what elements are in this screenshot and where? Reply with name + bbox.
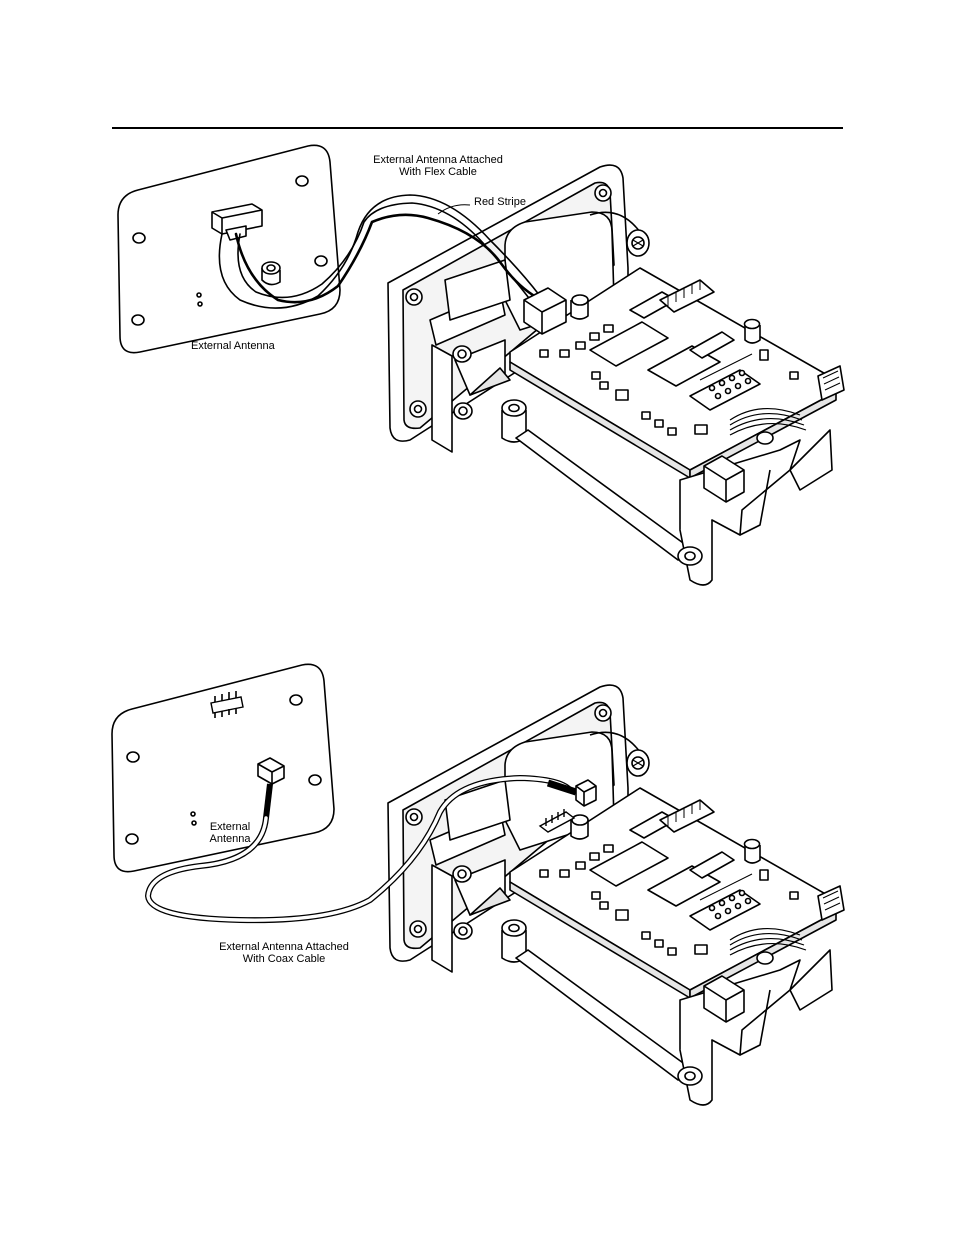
flex-connector-board <box>523 287 567 335</box>
figure-coax-cable <box>111 663 845 1106</box>
label-coax-cable: External Antenna Attached With Coax Cabl… <box>186 941 382 965</box>
label-coax-cable-line2: With Coax Cable <box>242 953 326 965</box>
flex-cable <box>218 194 544 309</box>
coax-cable <box>144 774 578 924</box>
label-external-antenna-bottom-line2: Antenna <box>209 833 251 845</box>
label-external-antenna-bottom-line1: External <box>209 821 251 833</box>
antenna-plate-top <box>117 144 341 354</box>
reader-assembly-bottom <box>387 684 845 1106</box>
red-stripe-leader <box>437 204 471 215</box>
label-red-stripe: Red Stripe <box>474 196 526 208</box>
label-flex-cable-line2: With Flex Cable <box>399 166 477 178</box>
label-red-stripe-text: Red Stripe <box>474 196 526 208</box>
label-flex-cable: External Antenna Attached With Flex Cabl… <box>340 154 536 178</box>
figure-flex-cable <box>117 144 845 586</box>
label-flex-cable-line1: External Antenna Attached <box>373 154 503 166</box>
coax-port-plate-top <box>261 261 281 286</box>
label-external-antenna-top: External Antenna <box>191 340 275 352</box>
label-coax-cable-line1: External Antenna Attached <box>219 941 349 953</box>
label-external-antenna-bottom: External Antenna <box>198 821 262 845</box>
coax-plug-board <box>575 779 597 807</box>
header-pins-plate <box>210 691 244 718</box>
header-pins-board <box>538 809 576 833</box>
label-external-antenna-top-text: External Antenna <box>191 340 275 352</box>
coax-plug-plate <box>257 757 285 819</box>
